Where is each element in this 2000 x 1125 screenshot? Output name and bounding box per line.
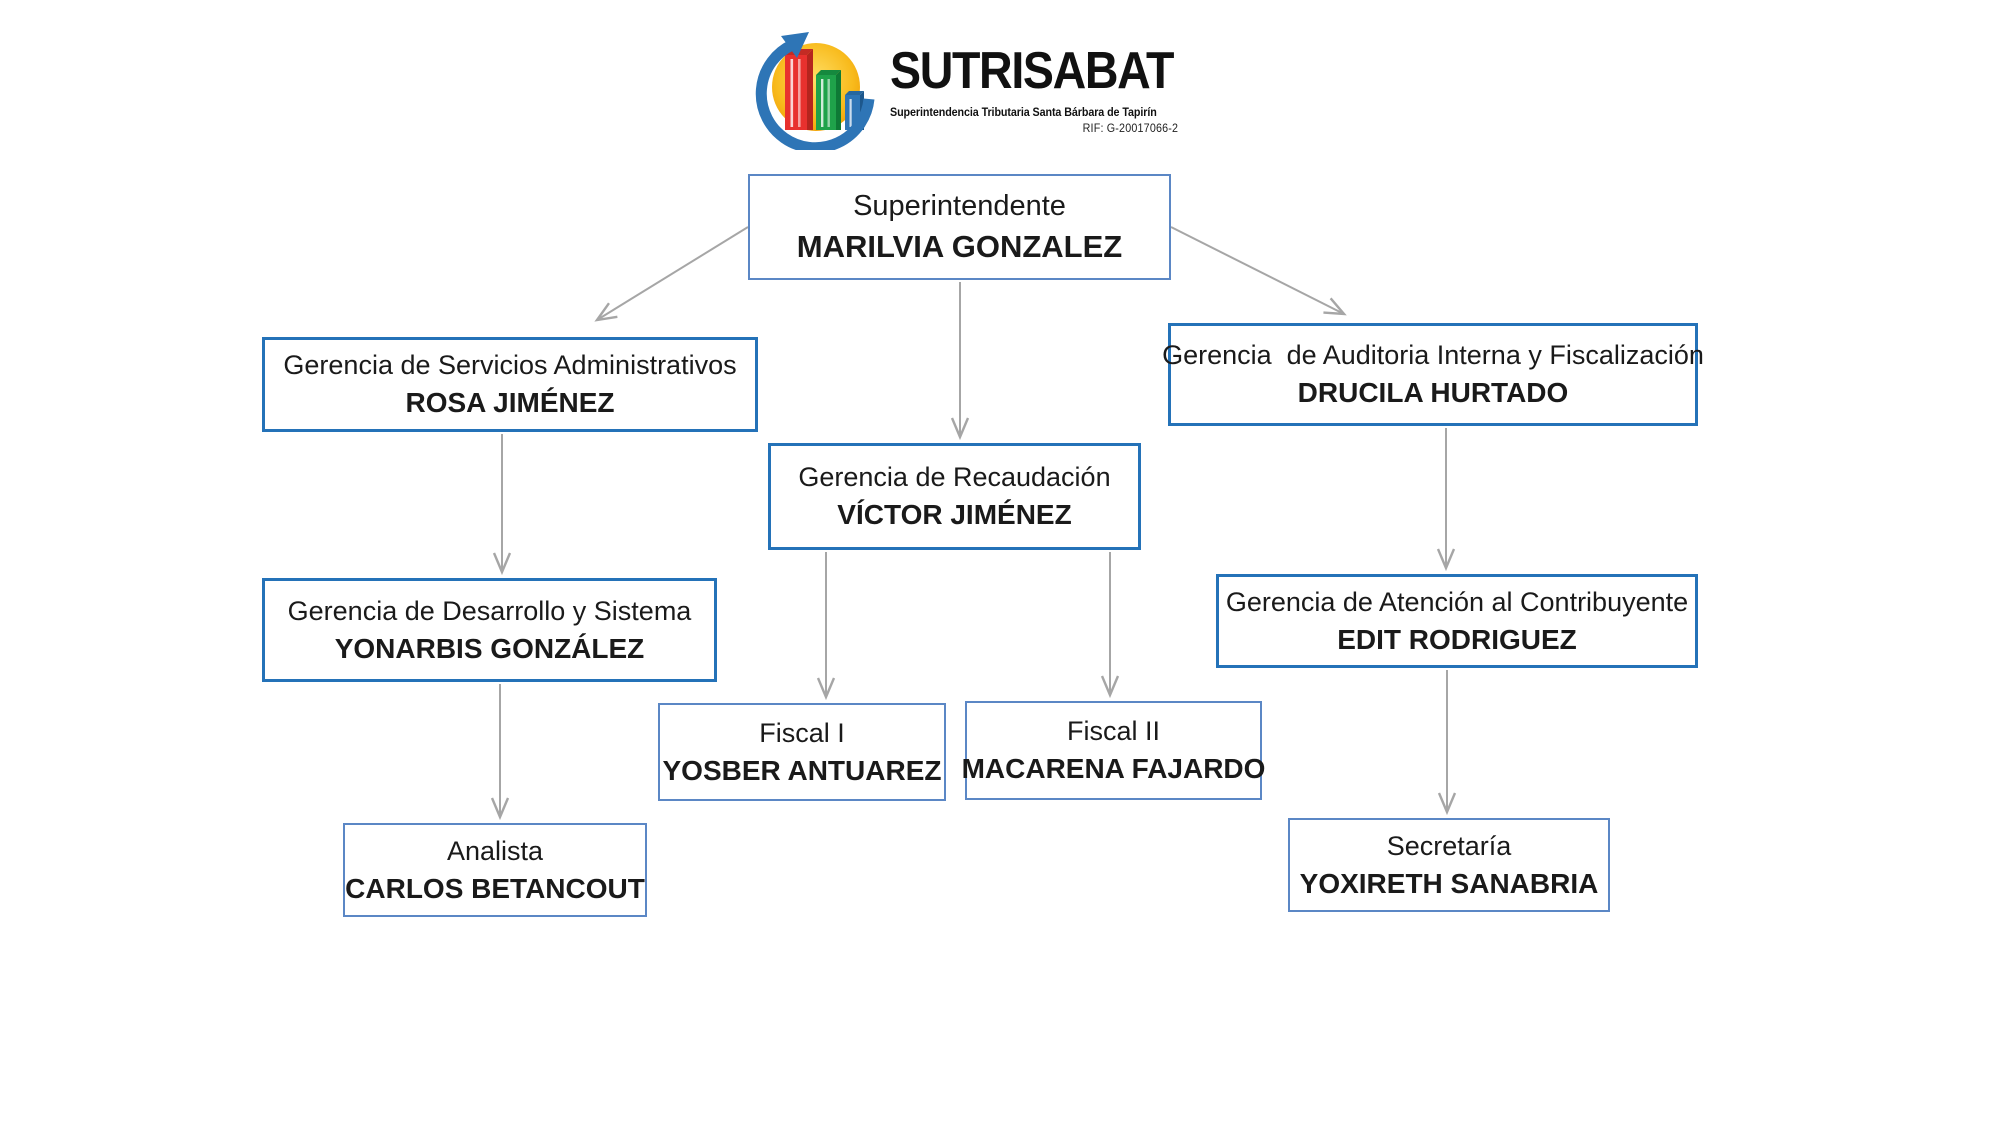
node-title: Fiscal I: [759, 717, 845, 748]
node-title: Superintendente: [853, 189, 1066, 222]
node-person: YOSBER ANTUAREZ: [662, 754, 942, 786]
org-node-secretaria: Secretaría YOXIRETH SANABRIA: [1288, 818, 1610, 912]
node-title: Gerencia de Recaudación: [798, 462, 1111, 492]
edge-superintendente-servicios: [594, 226, 749, 322]
logo-arrow-icon: [755, 32, 875, 150]
node-title: Fiscal II: [1066, 716, 1160, 746]
logo-red-building: [785, 49, 813, 130]
node-title: Gerencia de Servicios Administrativos: [283, 350, 737, 380]
node-title: Secretaría: [1386, 830, 1512, 861]
logo-graphic-icon: [755, 32, 875, 150]
logo-green-building: [816, 70, 841, 130]
node-person: VÍCTOR JIMÉNEZ: [837, 499, 1072, 531]
logo-acronym: SUTRISABAT: [890, 42, 1174, 100]
node-person: MACARENA FAJARDO: [961, 753, 1266, 785]
node-person: YONARBIS GONZÁLEZ: [334, 632, 645, 664]
org-node-atencion-contribuyente: Gerencia de Atención al Contribuyente ED…: [1216, 574, 1698, 668]
org-node-fiscal-1: Fiscal I YOSBER ANTUAREZ: [658, 703, 946, 801]
node-person: CARLOS BETANCOUT: [345, 872, 645, 904]
logo-subtitle: Superintendencia Tributaria Santa Bárbar…: [890, 104, 1157, 119]
node-title: Gerencia de Auditoria Interna y Fiscaliz…: [1162, 340, 1704, 370]
node-person: MARILVIA GONZALEZ: [796, 229, 1123, 265]
node-title: Gerencia de Desarrollo y Sistema: [287, 595, 692, 626]
node-person: DRUCILA HURTADO: [1297, 377, 1569, 409]
logo: SUTRISABAT Superintendencia Tributaria S…: [752, 26, 1212, 150]
node-person: EDIT RODRIGUEZ: [1337, 623, 1577, 655]
org-node-desarrollo-sistema: Gerencia de Desarrollo y Sistema YONARBI…: [262, 578, 717, 682]
edge-superintendente-auditoria: [1170, 226, 1347, 316]
org-node-analista: Analista CARLOS BETANCOUT: [343, 823, 647, 917]
node-title: Gerencia de Atención al Contribuyente: [1225, 586, 1689, 617]
org-node-superintendente: Superintendente MARILVIA GONZALEZ: [748, 174, 1171, 280]
node-person: YOXIRETH SANABRIA: [1299, 867, 1599, 899]
org-node-servicios-administrativos: Gerencia de Servicios Administrativos RO…: [262, 337, 758, 432]
org-node-fiscal-2: Fiscal II MACARENA FAJARDO: [962, 701, 1265, 800]
logo-text-block: SUTRISABAT Superintendencia Tributaria S…: [890, 44, 1178, 135]
node-title: Analista: [446, 835, 544, 866]
node-person: ROSA JIMÉNEZ: [405, 387, 615, 419]
org-node-recaudacion: Gerencia de Recaudación VÍCTOR JIMÉNEZ: [768, 443, 1141, 550]
org-node-auditoria-fiscalizacion: Gerencia de Auditoria Interna y Fiscaliz…: [1162, 323, 1704, 426]
logo-rif: RIF: G-20017066-2: [1082, 120, 1179, 135]
